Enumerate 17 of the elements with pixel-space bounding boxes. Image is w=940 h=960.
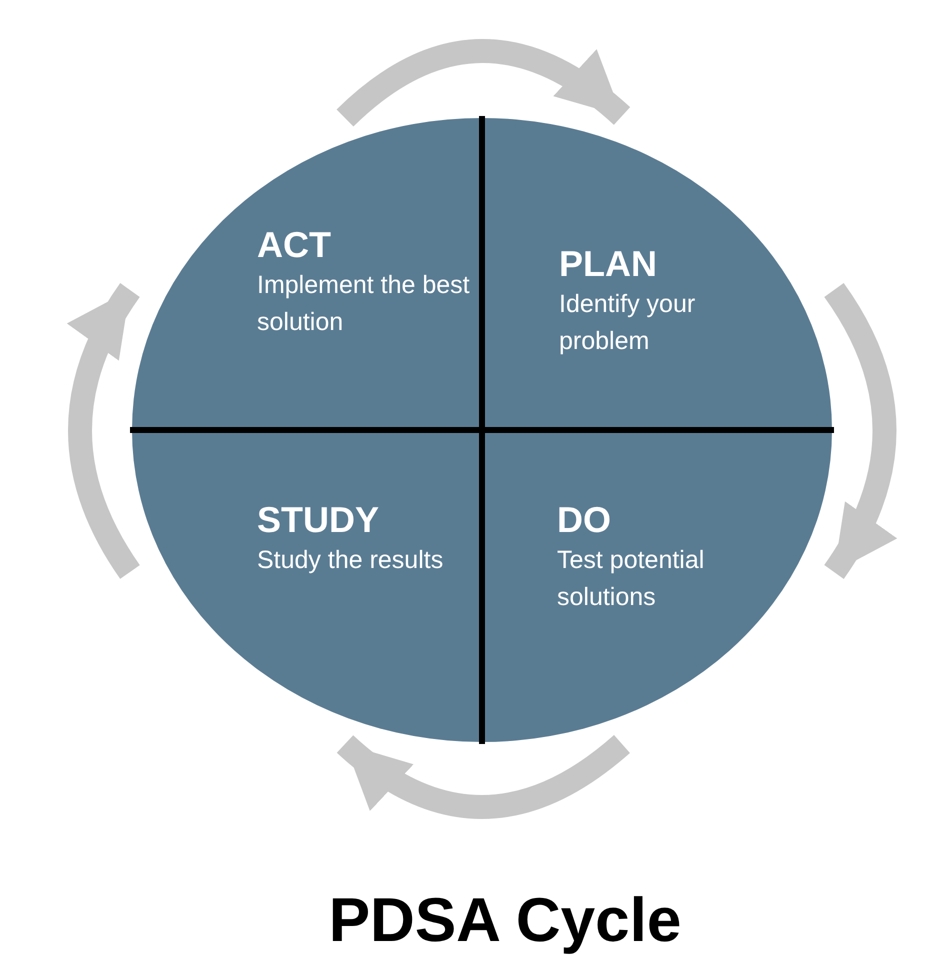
stage-heading: ACT — [257, 223, 332, 267]
stage-heading: STUDY — [257, 498, 380, 542]
diagram-title: PDSA Cycle — [328, 885, 682, 956]
stage-heading: PLAN — [559, 242, 658, 286]
quadrant-segment — [482, 118, 832, 430]
stage-description: Implement the best solution — [257, 270, 471, 338]
quadrant-segment — [482, 430, 832, 742]
quadrant-segment — [132, 118, 482, 430]
cycle-arrow — [824, 283, 896, 579]
cycle-arrow — [337, 734, 630, 819]
cycle-arrow — [336, 39, 630, 127]
quadrant-segment — [132, 430, 482, 742]
cycle-arrow — [68, 283, 140, 578]
stage-heading: DO — [557, 498, 612, 542]
stage-description: Test potential solutions — [557, 545, 706, 613]
stage-description: Identify your problem — [559, 289, 696, 357]
stage-description: Study the results — [257, 545, 444, 576]
